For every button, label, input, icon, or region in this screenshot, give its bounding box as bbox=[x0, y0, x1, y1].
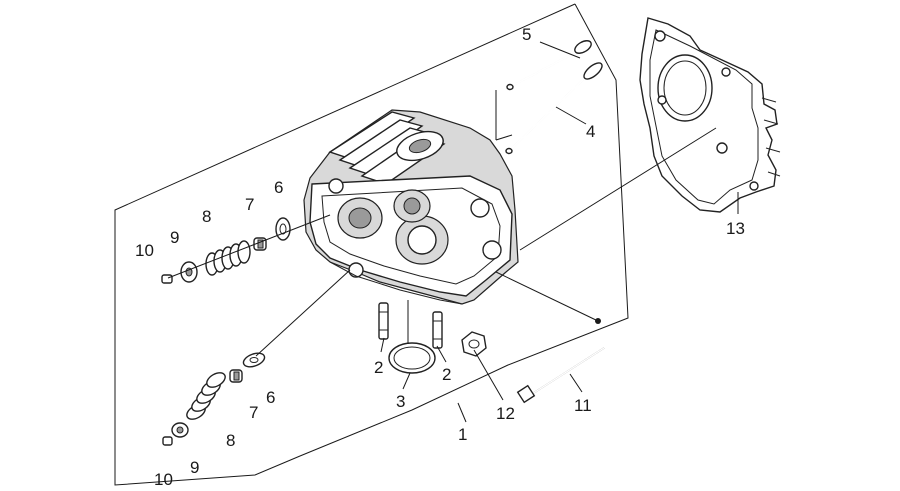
callout-2: 2 bbox=[374, 358, 383, 377]
cylinder-head-gasket bbox=[639, 17, 781, 213]
callout-8: 8 bbox=[226, 431, 235, 450]
valve-keeper-top bbox=[161, 274, 173, 284]
spring-seat-washer-bottom bbox=[242, 352, 266, 368]
callout-13: 13 bbox=[726, 219, 745, 238]
callout-labels: 1 2 2 3 4 5 6 6 7 7 8 8 9 9 10 10 11 12 … bbox=[135, 25, 745, 489]
callout-9: 9 bbox=[190, 458, 199, 477]
callout-7: 7 bbox=[249, 403, 258, 422]
callout-1: 1 bbox=[458, 425, 467, 444]
callout-5: 5 bbox=[522, 25, 531, 44]
callout-12: 12 bbox=[496, 404, 515, 423]
cylinder-head bbox=[303, 109, 519, 305]
callout-10: 10 bbox=[135, 241, 154, 260]
stud-left bbox=[378, 302, 389, 340]
callout-6: 6 bbox=[266, 388, 275, 407]
callout-6: 6 bbox=[274, 178, 283, 197]
callout-7: 7 bbox=[245, 195, 254, 214]
assembly-boundary bbox=[114, 3, 629, 486]
valve-spring-top bbox=[205, 240, 251, 276]
nut bbox=[461, 331, 487, 357]
o-ring bbox=[388, 342, 436, 374]
long-bolt bbox=[516, 347, 605, 404]
callout-11: 11 bbox=[574, 396, 592, 415]
valve-keeper-bottom bbox=[162, 436, 173, 446]
stud-right bbox=[432, 311, 443, 349]
callout-3: 3 bbox=[396, 392, 405, 411]
spring-retainer-top bbox=[180, 261, 198, 283]
spring-seat-washer-top bbox=[275, 217, 291, 241]
callout-4: 4 bbox=[586, 122, 595, 141]
spring-retainer-bottom bbox=[171, 422, 189, 438]
callout-2: 2 bbox=[442, 365, 451, 384]
valve-spring-bottom bbox=[186, 372, 226, 420]
callout-9: 9 bbox=[170, 228, 179, 247]
callout-10: 10 bbox=[154, 470, 173, 489]
callout-8: 8 bbox=[202, 207, 211, 226]
exhaust-valve bbox=[505, 62, 603, 155]
valve-stem-seal-bottom bbox=[229, 369, 243, 383]
leader-lines bbox=[167, 41, 739, 423]
intake-valve bbox=[506, 40, 592, 91]
